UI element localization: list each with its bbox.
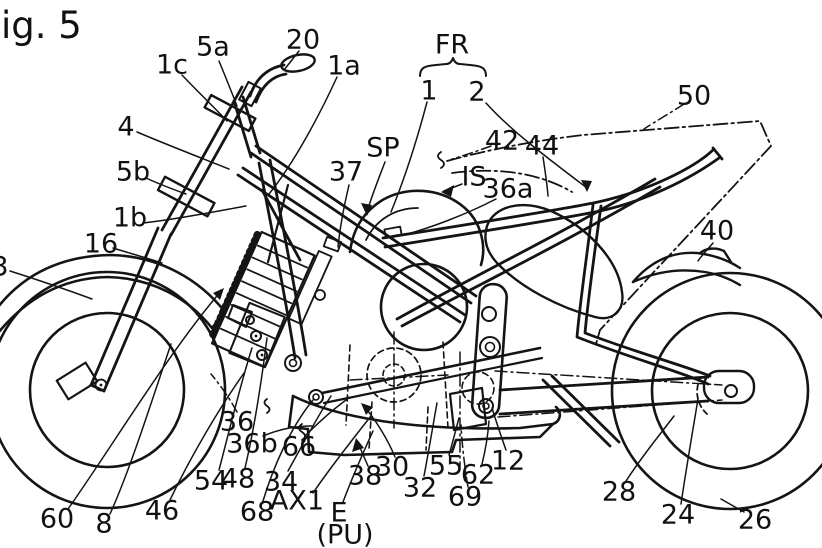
ref-label-44: 44 — [525, 133, 559, 160]
figure-title: ig. 5 — [1, 4, 82, 47]
front-engine-mount — [228, 303, 285, 367]
ref-label-50: 50 — [677, 83, 711, 110]
ref-label-24: 24 — [661, 502, 695, 529]
ref-label-AX1: AX1 — [270, 488, 324, 515]
rear-fender — [633, 249, 740, 285]
ref-label-1: 1 — [420, 78, 437, 105]
ref-label-FR: FR — [435, 32, 469, 59]
ref-label-12: 12 — [491, 448, 525, 475]
ref-label-46: 46 — [145, 498, 179, 525]
ref-label-20: 20 — [286, 27, 320, 54]
ref-label-28: 28 — [602, 479, 636, 506]
ref-label-40: 40 — [700, 218, 734, 245]
ref-label-5a: 5a — [196, 34, 230, 61]
ref-label-4: 4 — [117, 114, 134, 141]
swingarm — [495, 371, 722, 417]
ref-label-42: 42 — [485, 128, 519, 155]
ref-label-SP: SP — [366, 135, 399, 162]
ref-label-48: 48 — [221, 466, 255, 493]
ref-label-1b: 1b — [113, 205, 147, 232]
ref-label-66: 66 — [282, 434, 316, 461]
ref-label-16: 16 — [84, 231, 118, 258]
ref-label-36b: 36b — [226, 431, 278, 458]
handlebar — [239, 52, 316, 106]
ref-label-1c: 1c — [156, 52, 188, 79]
ref-label-PU: (PU) — [316, 522, 373, 548]
rear-wheel — [612, 273, 822, 509]
ref-label-26: 26 — [738, 507, 772, 534]
ref-label-55: 55 — [429, 453, 463, 480]
ref-label-36a: 36a — [483, 176, 534, 203]
fr-brace — [420, 58, 486, 76]
ref-label-8: 8 — [95, 511, 112, 538]
ref-label-69: 69 — [448, 484, 482, 511]
ref-label-37: 37 — [329, 159, 363, 186]
ref-label-60: 60 — [40, 506, 74, 533]
ref-label-3: 3 — [0, 254, 9, 281]
ref-label-68: 68 — [240, 499, 274, 526]
ref-label-5b: 5b — [116, 159, 150, 186]
ref-label-1a: 1a — [327, 53, 361, 80]
ref-label-2: 2 — [468, 79, 485, 106]
